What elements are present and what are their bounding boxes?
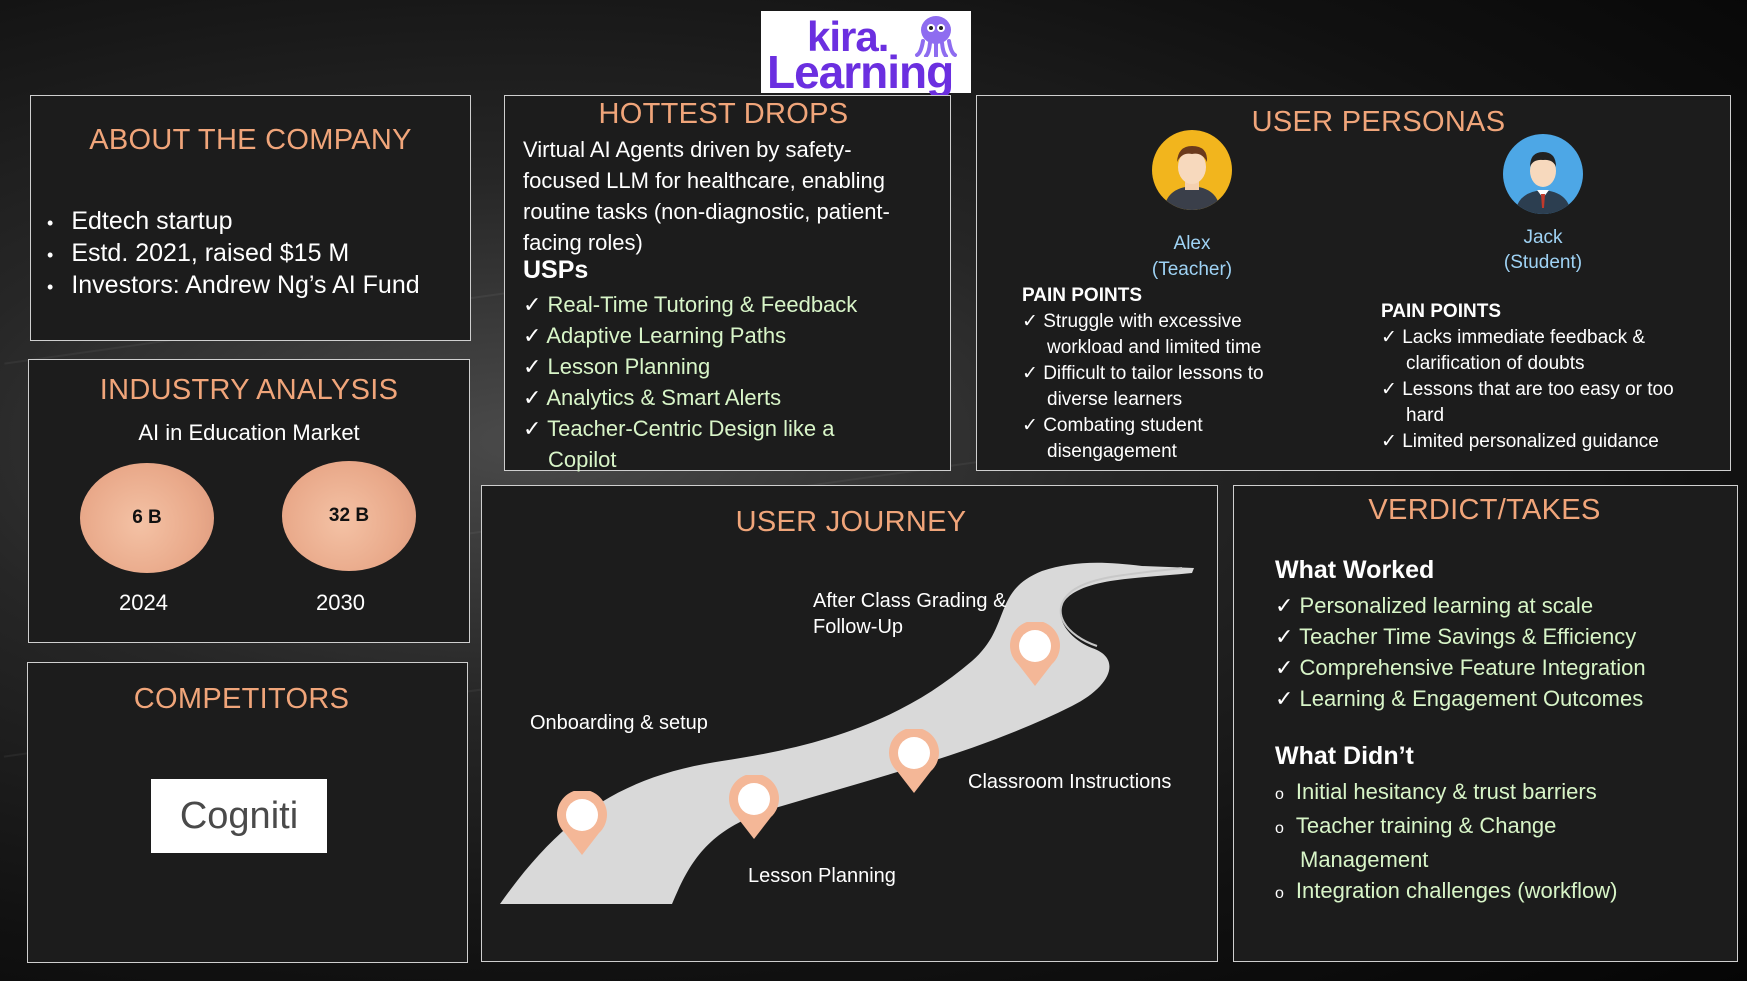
jack-pain-point: ✓ Lessons that are too easy or too (1381, 379, 1674, 400)
check-icon: ✓ (1381, 379, 1403, 400)
industry-title: INDUSTRY ANALYSIS (99, 374, 399, 406)
usp-item: ✓ Lesson Planning (523, 354, 711, 379)
industry-panel: INDUSTRY ANALYSIS AI in Education Market… (28, 359, 470, 643)
user-journey-panel: USER JOURNEY Onboarding & setup Lesson P… (481, 485, 1218, 962)
check-icon: ✓ (1022, 415, 1044, 436)
personas-title: USER PERSONAS (1251, 106, 1506, 138)
worked-item: ✓ Comprehensive Feature Integration (1275, 655, 1646, 680)
jack-pain-point: ✓ Limited personalized guidance (1381, 431, 1659, 452)
logo-line1: kira. (807, 13, 889, 60)
about-item: •Estd. 2021, raised $15 M (47, 239, 350, 267)
check-icon: ✓ (1022, 363, 1044, 384)
octopus-mascot-icon (915, 16, 957, 57)
location-pin-icon (557, 791, 607, 855)
worked-item: ✓ Personalized learning at scale (1275, 593, 1594, 618)
check-icon: ✓ (523, 354, 548, 379)
jack-pain-heading: PAIN POINTS (1381, 301, 1501, 322)
alex-pain-point-cont: diverse learners (1047, 389, 1183, 410)
alex-pain-point: ✓ Difficult to tailor lessons to (1022, 363, 1264, 384)
didnt-item-cont: Management (1300, 847, 1429, 872)
logo-line2: Learning (767, 46, 954, 98)
check-icon: ✓ (1022, 311, 1044, 332)
check-icon: ✓ (1275, 624, 1300, 649)
cogniti-logo: Cogniti (151, 779, 327, 853)
jack-pain-point-cont: clarification of doubts (1406, 353, 1585, 374)
journey-step-classroom: Classroom Instructions (968, 771, 1172, 793)
about-panel: ABOUT THE COMPANY •Edtech startup •Estd.… (30, 95, 471, 341)
alex-pain-point-cont: disengagement (1047, 441, 1177, 462)
about-item: •Edtech startup (47, 207, 233, 235)
alex-name: Alex (1173, 233, 1211, 254)
circle-bullet-icon: o (1275, 820, 1284, 837)
hottest-drops-panel: HOTTEST DROPS Virtual AI Agents driven b… (504, 95, 951, 472)
journey-step-lesson-planning: Lesson Planning (748, 865, 896, 887)
worked-item: ✓ Teacher Time Savings & Efficiency (1275, 624, 1637, 649)
journey-step-onboarding: Onboarding & setup (530, 712, 708, 734)
verdict-title: VERDICT/TAKES (1368, 494, 1601, 526)
check-icon: ✓ (1381, 327, 1403, 348)
worked-heading: What Worked (1275, 556, 1435, 584)
check-icon: ✓ (1381, 431, 1403, 452)
check-icon: ✓ (1275, 655, 1300, 680)
hottest-title: HOTTEST DROPS (598, 98, 849, 130)
hottest-desc-line: facing roles) (523, 230, 643, 255)
alex-pain-point: ✓ Combating student (1022, 415, 1203, 436)
hottest-desc-line: Virtual AI Agents driven by safety- (523, 137, 852, 162)
jack-avatar-icon (1503, 134, 1583, 214)
alex-pain-point: ✓ Struggle with excessive (1022, 311, 1242, 332)
location-pin-icon (1010, 622, 1060, 686)
cogniti-logo-text: Cogniti (179, 794, 299, 837)
industry-subtitle: AI in Education Market (138, 420, 360, 445)
year-label-2030: 2030 (316, 590, 365, 615)
about-item: •Investors: Andrew Ng’s AI Fund (47, 271, 420, 299)
circle-bullet-icon: o (1275, 885, 1284, 902)
year-label-2024: 2024 (119, 590, 168, 615)
hottest-desc-line: focused LLM for healthcare, enabling (523, 168, 886, 193)
usp-item-cont: Copilot (548, 447, 617, 472)
jack-pain-point: ✓ Lacks immediate feedback & (1381, 327, 1646, 348)
verdict-panel: VERDICT/TAKES What Worked ✓ Personalized… (1233, 485, 1738, 962)
jack-pain-point-cont: hard (1406, 405, 1445, 426)
location-pin-icon (889, 729, 939, 793)
check-icon: ✓ (523, 385, 547, 410)
competitors-panel: COMPETITORS Cogniti (27, 662, 468, 963)
usp-item: ✓ Teacher-Centric Design like a (523, 416, 835, 441)
location-pin-icon (729, 775, 779, 839)
jack-name: Jack (1523, 227, 1563, 248)
about-title: ABOUT THE COMPANY (89, 124, 412, 156)
usp-heading: USPs (523, 256, 589, 284)
journey-step-after-class: After Class Grading & Follow-Up (813, 590, 1007, 638)
circle-bullet-icon: o (1275, 786, 1284, 803)
hottest-desc-line: routine tasks (non-diagnostic, patient- (523, 199, 890, 224)
market-bubble-2024: 6 B (80, 463, 214, 573)
journey-title: USER JOURNEY (735, 506, 967, 538)
didnt-heading: What Didn’t (1275, 742, 1414, 770)
competitors-title: COMPETITORS (133, 683, 350, 715)
alex-pain-point-cont: workload and limited time (1047, 337, 1262, 358)
alex-avatar-icon (1152, 130, 1232, 210)
usp-item: ✓ Analytics & Smart Alerts (523, 385, 782, 410)
check-icon: ✓ (523, 292, 548, 317)
jack-role: (Student) (1503, 252, 1583, 273)
check-icon: ✓ (1275, 593, 1300, 618)
user-personas-panel: USER PERSONAS Alex (Teach (976, 95, 1731, 471)
alex-role: (Teacher) (1151, 259, 1233, 280)
check-icon: ✓ (523, 416, 548, 441)
worked-item: ✓ Learning & Engagement Outcomes (1275, 686, 1644, 711)
alex-pain-heading: PAIN POINTS (1022, 285, 1142, 306)
usp-item: ✓ Real-Time Tutoring & Feedback (523, 292, 858, 317)
check-icon: ✓ (1275, 686, 1300, 711)
usp-item: ✓ Adaptive Learning Paths (523, 323, 787, 348)
kira-learning-logo: kira. Learning (761, 11, 971, 98)
market-bubble-2030: 32 B (282, 461, 416, 571)
check-icon: ✓ (523, 323, 547, 348)
